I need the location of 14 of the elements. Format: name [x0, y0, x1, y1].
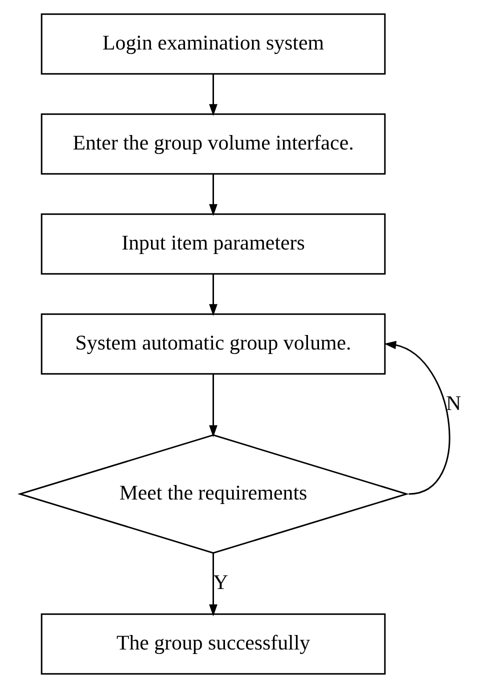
- node-diamond: Meet the requirements: [16, 434, 409, 554]
- node-box: The group successfully: [40, 613, 386, 675]
- node-box: Input item parameters: [40, 213, 386, 275]
- edge-label: N: [446, 390, 461, 415]
- node-box: Login examination system: [40, 13, 386, 75]
- arrow: [208, 553, 217, 616]
- arrow: [384, 340, 450, 495]
- node-box: Enter the group volume interface.: [40, 113, 386, 175]
- arrow: [208, 74, 217, 116]
- arrow: [208, 374, 217, 438]
- node-box: System automatic group volume.: [40, 313, 386, 375]
- arrow: [208, 174, 217, 216]
- edge-label: Y: [212, 570, 228, 594]
- arrow: [208, 274, 217, 316]
